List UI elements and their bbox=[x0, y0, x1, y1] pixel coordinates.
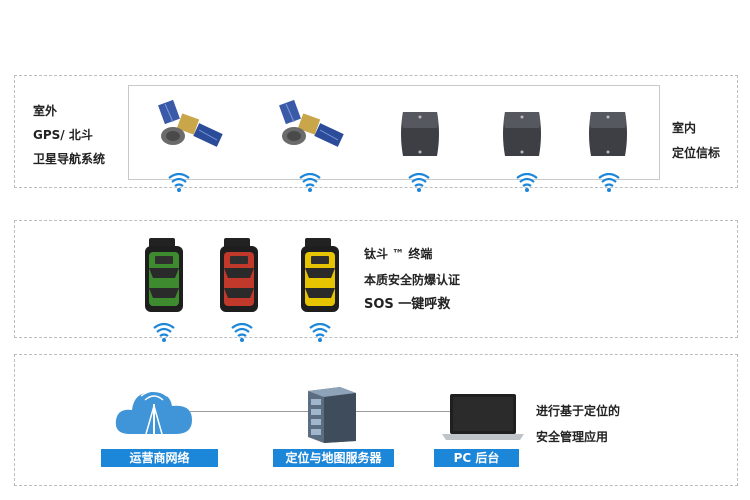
wifi-signal-icon bbox=[309, 323, 331, 342]
wifi-signal-icon bbox=[408, 173, 430, 192]
terminal-device-yellow bbox=[301, 238, 339, 312]
wifi-signal-icon bbox=[516, 173, 538, 192]
satellite-icon bbox=[279, 99, 344, 147]
map-server-label: 定位与地图服务器 bbox=[273, 449, 394, 467]
location-app-label-2: 安全管理应用 bbox=[536, 430, 609, 444]
sos-label: SOS 一键呼救 bbox=[364, 297, 451, 312]
beacon-icon bbox=[401, 112, 439, 156]
beacon-icon bbox=[589, 112, 627, 156]
satellite-nav-label: 卫星导航系统 bbox=[33, 152, 106, 166]
terminal-panel bbox=[14, 220, 738, 338]
indoor-label: 室内 bbox=[672, 121, 697, 135]
terminal-name-label: 钛斗 ™ 终端 bbox=[364, 247, 433, 261]
server-icon bbox=[308, 387, 356, 443]
satellite-icon bbox=[158, 99, 223, 147]
terminal-device-green bbox=[145, 238, 183, 312]
outdoor-label: 室外 bbox=[33, 104, 58, 118]
beacon-label: 定位信标 bbox=[672, 146, 721, 160]
explosion-proof-label: 本质安全防爆认证 bbox=[364, 273, 461, 287]
location-app-label-1: 进行基于定位的 bbox=[536, 404, 621, 418]
wifi-signal-icon bbox=[168, 173, 190, 192]
connector-line bbox=[190, 411, 310, 412]
wifi-signal-icon bbox=[153, 323, 175, 342]
connector-line bbox=[355, 411, 450, 412]
cloud-network-icon bbox=[115, 390, 192, 435]
gps-beidou-label: GPS/ 北斗 bbox=[33, 128, 93, 142]
beacon-icon bbox=[503, 112, 541, 156]
pc-backend-label: PC 后台 bbox=[434, 449, 519, 467]
wifi-signal-icon bbox=[299, 173, 321, 192]
terminal-device-red bbox=[220, 238, 258, 312]
operator-network-label: 运营商网络 bbox=[101, 449, 218, 467]
laptop-icon bbox=[442, 394, 524, 440]
wifi-signal-icon bbox=[598, 173, 620, 192]
wifi-signal-icon bbox=[231, 323, 253, 342]
